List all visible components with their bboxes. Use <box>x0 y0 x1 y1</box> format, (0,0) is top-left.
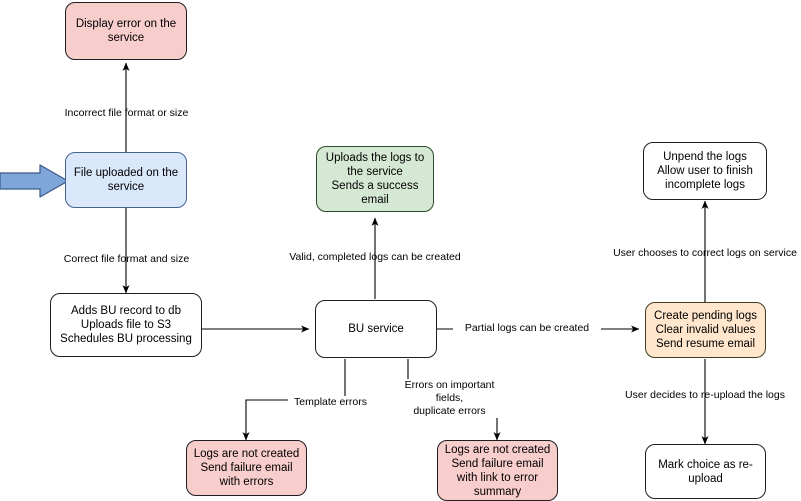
edge-label-correct-file-format: Correct file format and size <box>63 253 190 265</box>
edge-label-valid-completed-logs: Valid, completed logs can be created <box>289 251 461 263</box>
node-create-pending-logs[interactable]: Create pending logs Clear invalid values… <box>645 302 766 358</box>
edge-label-errors-important-fields: Errors on important fields, duplicate er… <box>391 379 508 418</box>
node-uploads-logs-success[interactable]: Uploads the logs to the service Sends a … <box>316 146 434 212</box>
node-mark-choice-reupload[interactable]: Mark choice as re- upload <box>645 444 766 499</box>
node-adds-bu-record[interactable]: Adds BU record to db Uploads file to S3 … <box>50 293 202 357</box>
node-logs-not-created-with-errors[interactable]: Logs are not created Send failure email … <box>186 440 307 496</box>
edge-label-incorrect-file-format: Incorrect file format or size <box>64 107 189 119</box>
node-display-error[interactable]: Display error on the service <box>65 2 187 60</box>
edge-label-partial-logs: Partial logs can be created <box>453 322 601 335</box>
node-file-uploaded-on-service[interactable]: File uploaded on the service <box>65 152 187 208</box>
edge-label-user-chooses-correct-logs: User chooses to correct logs on service <box>613 247 797 259</box>
node-logs-not-created-error-summary[interactable]: Logs are not created Send failure email … <box>437 440 558 501</box>
edge-label-user-decides-reupload: User decides to re-upload the logs <box>625 389 785 401</box>
edge-label-template-errors: Template errors <box>288 396 373 409</box>
node-bu-service[interactable]: BU service <box>315 300 437 358</box>
flow-entry-arrow <box>0 164 70 198</box>
node-unpend-logs[interactable]: Unpend the logs Allow user to finish inc… <box>643 142 767 200</box>
